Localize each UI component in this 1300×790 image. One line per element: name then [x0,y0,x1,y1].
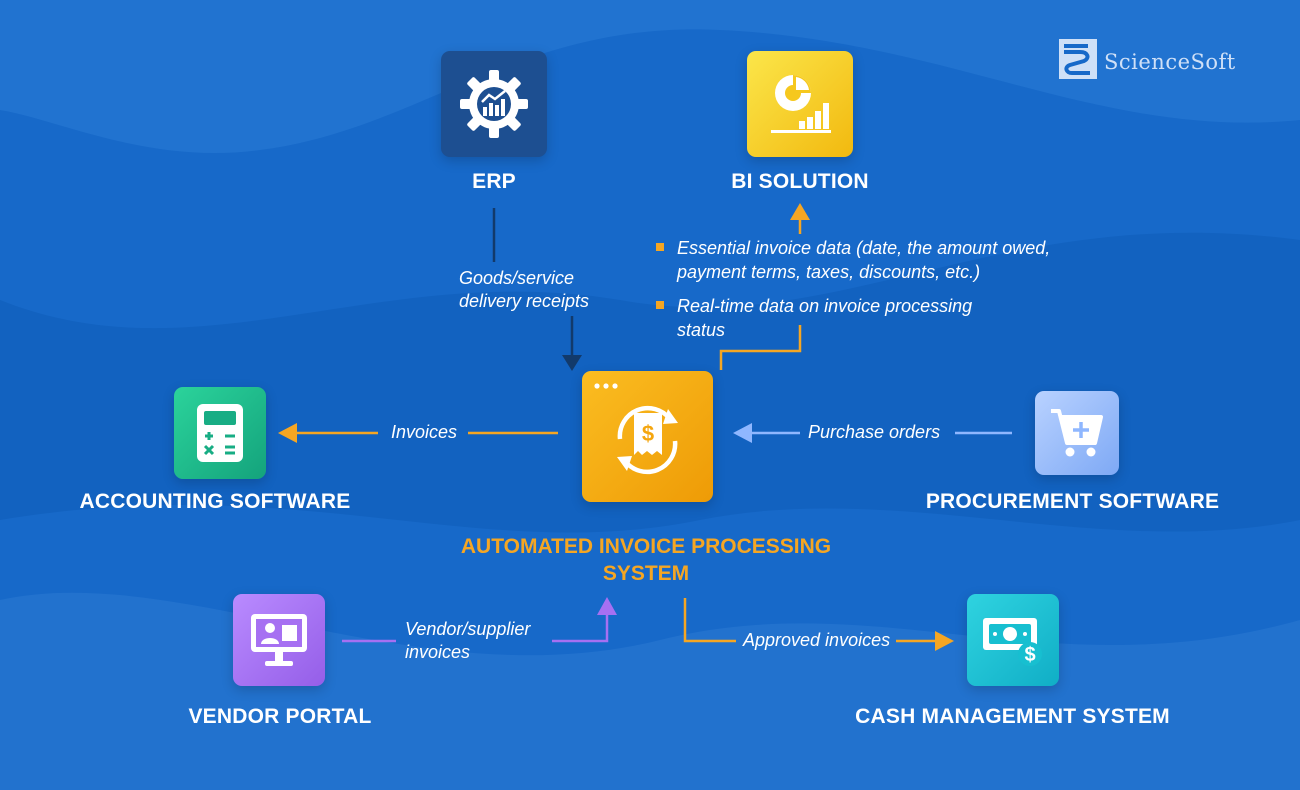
bullet-square [656,243,664,251]
gear-chart-icon [457,67,531,141]
bi-title: BI SOLUTION [731,170,869,193]
connector-center-to-cash [683,598,954,651]
vendor-icon-box [233,594,325,686]
center-to-cash-label: Approved invoices [743,630,891,650]
shopping-cart-icon [1047,405,1107,461]
center-icon-box: $ [582,371,713,502]
svg-text:$: $ [642,421,654,446]
cash-icon-box: $ [967,594,1059,686]
monitor-user-icon [248,611,310,669]
procurement-title: PROCUREMENT SOFTWARE [925,490,1220,513]
bi-data-list: Essential invoice data (date, the amount… [656,236,1076,352]
vendor-to-center-label: Vendor/supplier invoices [405,619,531,662]
center-to-accounting-label: Invoices [391,422,458,442]
erp-title: ERP [472,170,516,193]
center-title: AUTOMATED INVOICE PROCESSING SYSTEM [460,535,832,585]
calculator-icon [193,402,247,464]
bi-icon-box [747,51,853,157]
connector-vendor-to-center [342,597,617,643]
bi-data-item: Real-time data on invoice processing sta… [656,294,1076,342]
accounting-icon-box [174,387,266,479]
connector-procurement-to-center [733,423,1012,443]
vendor-title: VENDOR PORTAL [188,705,372,728]
connector-center-to-bi [719,203,810,370]
procurement-to-center-label: Purchase orders [808,422,941,442]
connector-erp-to-center [492,208,582,371]
logo-text: ScienceSoft [1104,49,1236,74]
bullet-square [656,301,664,309]
pie-bar-chart-icon [763,67,837,141]
cash-title: CASH MANAGEMENT SYSTEM [855,705,1170,728]
bi-data-item: Essential invoice data (date, the amount… [656,236,1076,284]
erp-icon-box [441,51,547,157]
procurement-icon-box [1035,391,1119,475]
svg-text:$: $ [1024,644,1035,666]
bi-data-item-text: Essential invoice data (date, the amount… [677,238,1051,282]
sciencesoft-logo: ScienceSoft [1058,38,1236,85]
erp-to-center-label: Goods/service delivery receipts [459,268,590,311]
bi-data-item-text: Real-time data on invoice processing sta… [677,296,973,340]
invoice-cycle-icon: $ [582,371,713,502]
sciencesoft-logo-icon [1058,38,1098,85]
connector-center-to-accounting [278,423,558,443]
banknote-icon: $ [980,612,1046,668]
accounting-title: ACCOUNTING SOFTWARE [79,490,351,513]
